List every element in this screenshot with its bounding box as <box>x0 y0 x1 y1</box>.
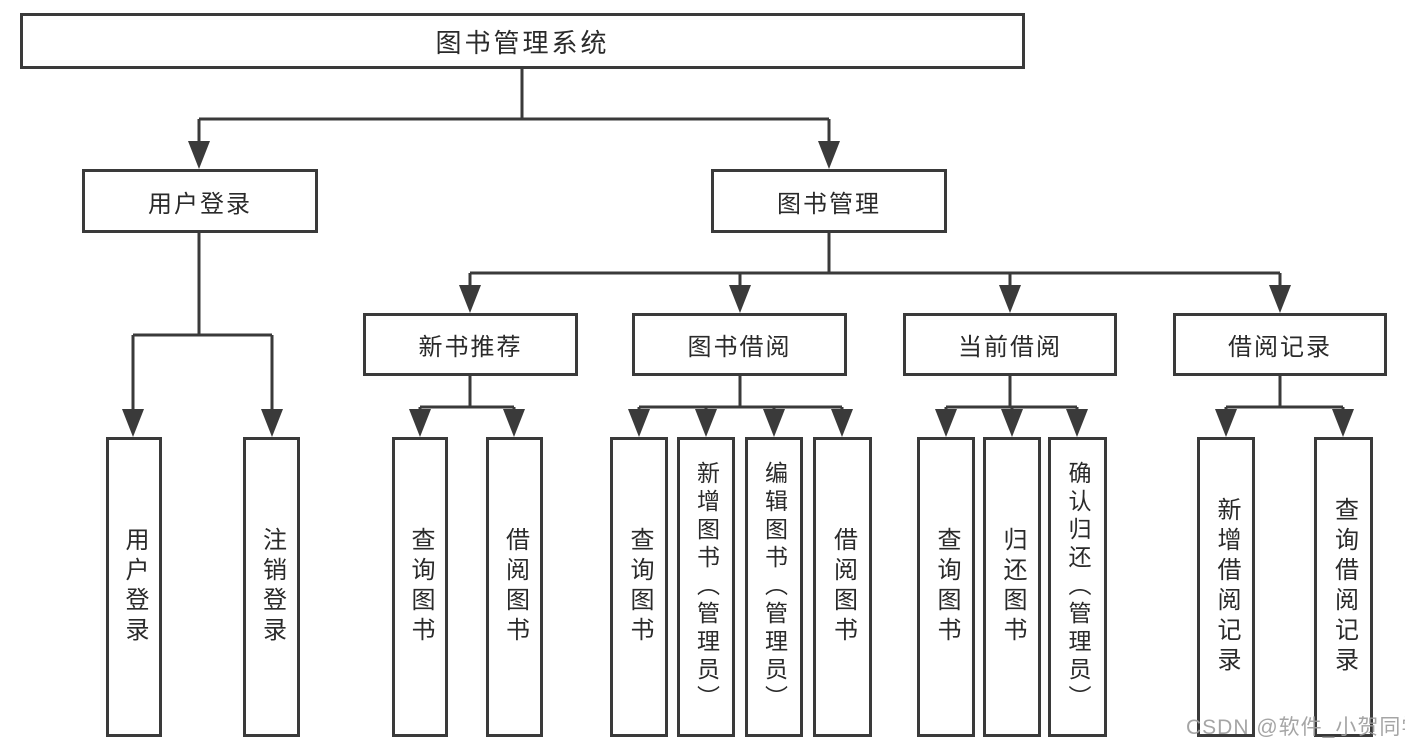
arrowhead <box>409 409 431 437</box>
node-user-login: 用户登录 <box>82 169 318 233</box>
arrowhead <box>261 409 283 437</box>
arrowhead <box>1066 409 1088 437</box>
arrowhead <box>503 409 525 437</box>
node-new-book-recommend: 新书推荐 <box>363 313 578 376</box>
leaf-borrow-edit-books-admin: 编辑图书（管理员） <box>745 437 803 737</box>
arrowhead <box>459 285 481 313</box>
arrowhead <box>188 141 210 169</box>
arrowhead <box>729 285 751 313</box>
edges-new-books <box>418 376 516 412</box>
arrowhead <box>695 409 717 437</box>
edges-user-login <box>131 233 274 412</box>
node-book-borrowing: 图书借阅 <box>632 313 847 376</box>
arrowhead <box>818 141 840 169</box>
node-root-system: 图书管理系统 <box>20 13 1025 69</box>
csdn-watermark: CSDN @软件_小贺同学 <box>1186 716 1405 739</box>
leaf-newbooks-borrow-books: 借阅图书 <box>486 437 543 737</box>
arrowhead <box>831 409 853 437</box>
node-book-management: 图书管理 <box>711 169 947 233</box>
arrowhead <box>763 409 785 437</box>
leaf-records-add-record: 新增借阅记录 <box>1197 437 1255 737</box>
edges-book-borrow <box>637 376 844 412</box>
edges-borrow-records <box>1224 376 1345 412</box>
edges-book-mgmt <box>468 233 1282 288</box>
leaf-newbooks-query-books: 查询图书 <box>392 437 448 737</box>
leaf-borrow-query-books: 查询图书 <box>610 437 668 737</box>
leaf-borrow-add-books-admin: 新增图书（管理员） <box>677 437 735 737</box>
node-borrowing-records: 借阅记录 <box>1173 313 1387 376</box>
leaf-current-query-books: 查询图书 <box>917 437 975 737</box>
arrowhead <box>999 285 1021 313</box>
leaf-borrow-borrow-books: 借阅图书 <box>813 437 872 737</box>
leaf-records-query-record: 查询借阅记录 <box>1314 437 1373 737</box>
edges-current-borrow <box>944 376 1079 412</box>
arrowhead <box>1215 409 1237 437</box>
arrowhead <box>1001 409 1023 437</box>
node-current-borrowing: 当前借阅 <box>903 313 1117 376</box>
arrowhead <box>628 409 650 437</box>
arrowhead <box>122 409 144 437</box>
leaf-user-login: 用户登录 <box>106 437 162 737</box>
leaf-logout: 注销登录 <box>243 437 300 737</box>
leaf-current-confirm-return-admin: 确认归还（管理员） <box>1048 437 1107 737</box>
edges-root <box>197 69 831 144</box>
arrowhead <box>935 409 957 437</box>
arrowhead <box>1269 285 1291 313</box>
leaf-current-return-books: 归还图书 <box>983 437 1041 737</box>
arrowhead <box>1332 409 1354 437</box>
